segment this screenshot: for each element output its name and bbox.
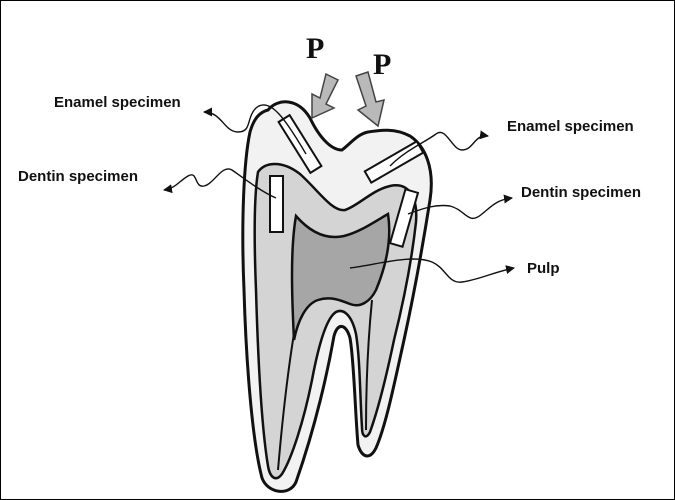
label-enamel-specimen-left: Enamel specimen [54,94,181,111]
dentin-specimen-left-bar [270,176,283,232]
label-pulp: Pulp [527,260,560,277]
label-enamel-specimen-right: Enamel specimen [507,118,634,135]
force-label-left: P [306,32,324,65]
force-arrow-left [312,74,338,118]
label-dentin-specimen-right: Dentin specimen [521,184,641,201]
label-dentin-specimen-left: Dentin specimen [18,168,138,185]
force-label-right: P [373,48,391,81]
